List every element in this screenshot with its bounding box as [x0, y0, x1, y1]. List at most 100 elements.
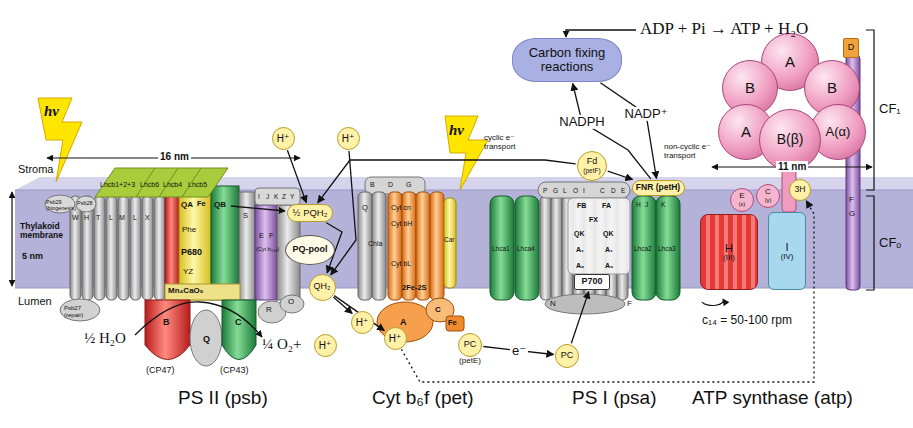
text-label: L	[563, 187, 567, 194]
node-label: (III)	[723, 254, 735, 263]
text-label: PS I (psa)	[572, 388, 656, 409]
subunit-box: ½ PQH₂	[287, 204, 333, 222]
psii-complex	[76, 196, 96, 212]
node-label: 3H	[795, 185, 806, 194]
node-label: (γ)	[765, 197, 772, 203]
text-label: Lumen	[18, 295, 52, 307]
text-label: ADP + Pi → ATP + H₂O	[640, 20, 808, 39]
text-label: A₀	[576, 262, 584, 270]
text-label: Car	[444, 236, 454, 243]
psii-complex	[142, 196, 153, 300]
psii-complex	[60, 299, 100, 321]
text-label: J	[266, 193, 269, 200]
psi-complex	[632, 196, 656, 300]
psii-complex	[45, 195, 75, 213]
node-label: H⁺	[356, 317, 369, 328]
psii-complex	[211, 186, 239, 300]
text-label: O	[288, 298, 294, 307]
psii-complex	[94, 196, 105, 300]
text-label: Lhca1	[492, 245, 510, 252]
psii-complex	[135, 302, 262, 337]
text-label: X	[145, 214, 150, 222]
connector	[401, 201, 814, 382]
carrier-circle: E(ε)	[730, 188, 754, 212]
subunit-box: P700	[574, 274, 610, 290]
text-label: QA	[181, 201, 193, 210]
text-label: G	[406, 181, 411, 189]
node-label: C	[765, 188, 771, 197]
text-label: A₁	[576, 246, 584, 254]
text-label: I	[258, 193, 260, 200]
text-label: F	[269, 232, 274, 240]
text-label: 2Fe-2S	[402, 284, 427, 292]
cytochrome-b6f-complex	[365, 177, 425, 194]
carrier-circle: 3H	[789, 179, 811, 201]
text-label: Stroma	[18, 163, 53, 175]
text-label: D	[388, 181, 393, 189]
text-label: M	[119, 214, 125, 222]
atp-synthase	[866, 196, 874, 290]
carrier-circle: PC	[555, 344, 579, 368]
psii-complex	[255, 205, 277, 300]
node-label: A	[785, 54, 795, 71]
text-label: 11 nm	[776, 161, 808, 172]
psi-complex	[490, 196, 514, 300]
psii-complex	[70, 196, 81, 300]
text-label: L	[133, 214, 137, 222]
text-label: H	[636, 201, 641, 208]
text-label: Lhcb5	[188, 181, 207, 189]
carrier-circle: H⁺	[272, 127, 295, 150]
node-label: B	[827, 80, 837, 97]
node-label: A(α)	[826, 125, 851, 139]
psii-complex	[231, 206, 285, 211]
subunit-box: I(IV)	[768, 212, 806, 290]
light-bolt	[445, 116, 488, 190]
text-label: E	[621, 187, 625, 194]
edge-label: NADP⁺	[623, 107, 670, 121]
text-label: D	[611, 187, 616, 194]
text-label: G	[849, 210, 855, 219]
psii-complex	[255, 188, 300, 205]
atp-synthase	[702, 299, 724, 306]
text-label: Fe	[448, 319, 457, 327]
text-label: Cyt bH	[391, 220, 412, 228]
node-label: (petE)	[459, 357, 481, 366]
text-label: Lhcb6	[140, 181, 159, 189]
text-label: P680	[181, 248, 202, 258]
text-label: Z	[282, 193, 286, 200]
text-label: PS II (psb)	[178, 388, 268, 409]
text-label: H	[84, 214, 89, 222]
text-label: 16 nm	[158, 151, 191, 162]
text-label: (CP47)	[146, 366, 175, 376]
edge-label: NADPH	[557, 115, 607, 129]
node-label: E	[739, 192, 744, 201]
cytochrome-b6f-complex	[430, 192, 444, 300]
psii-complex	[118, 196, 129, 300]
connector	[318, 160, 576, 203]
text-label: B	[163, 318, 170, 328]
text-label: I	[583, 187, 585, 194]
text-label: K	[661, 201, 665, 208]
psii-complex	[280, 295, 304, 313]
psi-complex	[538, 182, 630, 198]
text-label: C	[600, 187, 605, 194]
text-label: Psb29 (biogenesis)	[46, 199, 76, 211]
carrier-circle: H⁺	[384, 327, 407, 350]
text-label: Q	[203, 335, 210, 345]
text-label: F	[849, 196, 854, 205]
text-label: (CP43)	[220, 366, 249, 376]
node-label: H⁺	[319, 340, 332, 351]
text-label: Lhca3	[658, 245, 676, 252]
text-label: Fe	[197, 200, 206, 208]
psii-complex	[106, 196, 117, 300]
text-label: Cyt bL	[391, 260, 411, 268]
atp-synthase	[866, 30, 874, 190]
cytochrome-b6f-complex	[358, 177, 464, 342]
carrier-circle: C(γ)	[756, 184, 780, 208]
text-label: CF₁	[879, 102, 901, 116]
node-label: (ε)	[739, 201, 745, 207]
node-label: (IV)	[781, 253, 794, 262]
text-label: G	[553, 187, 558, 194]
node-label: H⁺	[389, 333, 402, 344]
text-label: Lhcb1+2+3	[100, 181, 135, 189]
